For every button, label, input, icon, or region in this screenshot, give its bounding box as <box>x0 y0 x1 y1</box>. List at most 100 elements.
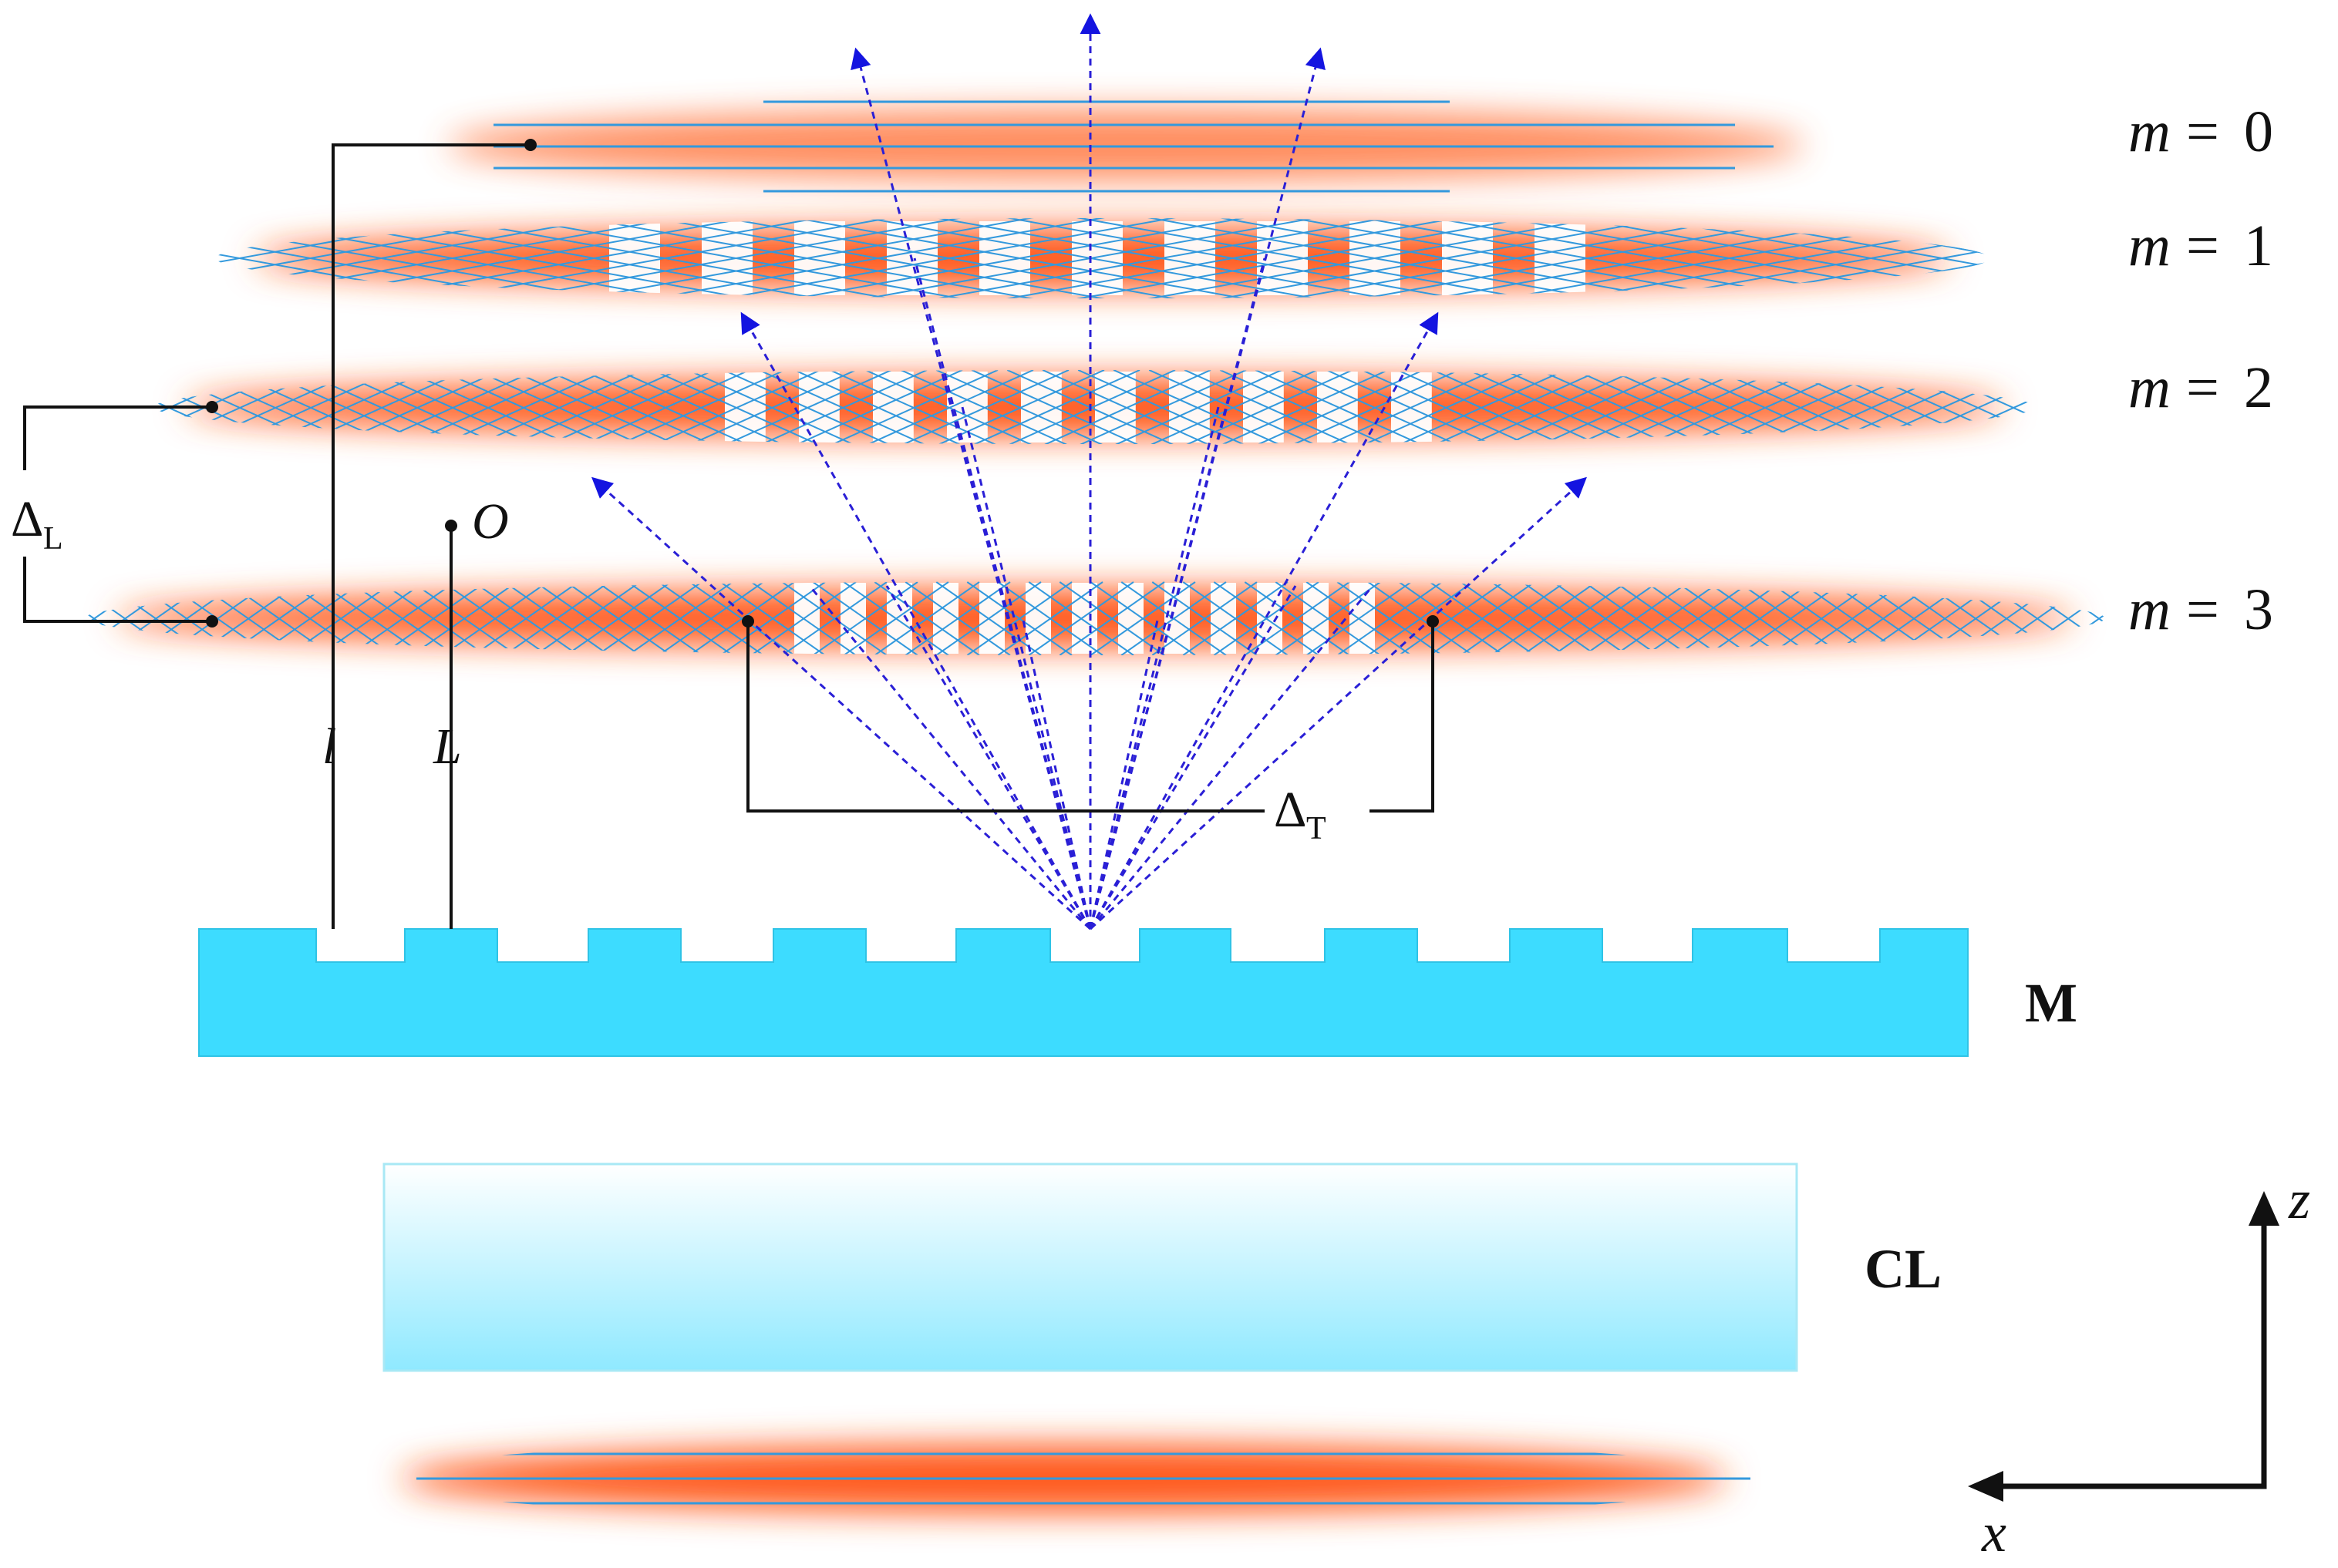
wavefront-line <box>1042 370 1211 444</box>
wavefront-line <box>2274 216 2338 301</box>
axis-frame <box>1989 1222 2267 1489</box>
delta-subscript: T <box>1306 811 1326 846</box>
wavefront-line <box>504 581 610 655</box>
label-delta-L: Δ L <box>11 491 63 557</box>
wavefront-line <box>1538 370 1708 444</box>
ray-line <box>1089 616 1160 930</box>
wavefront-line <box>85 581 86 655</box>
ray-line <box>885 585 1092 930</box>
point-l-end <box>524 139 537 151</box>
fringe-bright <box>725 372 766 442</box>
order-label-m0: m = 0 <box>2128 99 2273 164</box>
wavefront-line <box>1209 218 1682 298</box>
wavefront-line <box>545 370 715 444</box>
order-eq: = <box>2186 214 2219 278</box>
order-num: 0 <box>2244 99 2273 164</box>
order-eq: = <box>2186 99 2219 164</box>
ray-line <box>913 257 1092 930</box>
wavefront-line <box>1148 370 1318 444</box>
bracket-l <box>332 143 531 929</box>
wavefront-line <box>1609 370 1779 444</box>
order-var: m <box>2128 99 2171 164</box>
label-delta-T: Δ T <box>1274 782 1326 846</box>
ray-line <box>1089 257 1266 930</box>
order-num: 1 <box>2244 214 2273 278</box>
order-label-m1: m = 1 <box>2128 214 2273 278</box>
wavefront-lines-incident <box>416 1452 1750 1505</box>
wavefront-line <box>1676 581 1782 655</box>
axis-z-arrow-icon <box>2249 1191 2279 1226</box>
fringe-bright <box>1535 221 1585 295</box>
wavefront-line <box>781 581 888 655</box>
wavefront-line <box>642 218 1114 298</box>
ray-line <box>1021 616 1092 930</box>
label-axis-x: x <box>1981 1502 2006 1563</box>
wavefront-line <box>500 218 972 298</box>
wavefront-line <box>1184 370 1353 444</box>
bracket-delta-L <box>23 405 212 623</box>
wavefront-line <box>1467 370 1637 444</box>
cylindrical-lens <box>382 1163 1798 1372</box>
wavefront-line <box>1138 218 1611 298</box>
wavefront-line <box>793 370 963 444</box>
wavefront-line <box>2035 370 2036 444</box>
wavefront-line <box>581 370 750 444</box>
wavefront-line <box>1503 370 1673 444</box>
wavefront-line <box>474 370 644 444</box>
wavefront-line <box>1090 581 1196 655</box>
ray-arrow <box>1089 311 1439 930</box>
order-label-m2: m = 2 <box>2128 355 2273 420</box>
wavefront-line <box>687 370 857 444</box>
order-num: 3 <box>2244 577 2273 642</box>
wavefront-line <box>723 370 892 444</box>
label-L: L <box>433 718 462 775</box>
wavefront-line <box>864 370 1034 444</box>
wavefront-line <box>971 370 1140 444</box>
fringe-bright <box>702 221 753 295</box>
wavefront-line <box>1255 370 1424 444</box>
wavefront-line <box>925 218 1398 298</box>
wavefront-line <box>1113 370 1282 444</box>
wavefront-line <box>85 581 86 655</box>
wavefront-line <box>1067 218 1540 298</box>
wavefront-line <box>997 581 1103 655</box>
wavefront-line <box>1583 581 1689 655</box>
wavefront-line <box>689 581 795 655</box>
fringe-bright <box>1164 221 1215 295</box>
wavefront-line <box>1635 218 1989 298</box>
wavefront-line <box>1614 581 1720 655</box>
wavefront-line <box>1432 370 1602 444</box>
wavefront-line <box>411 581 517 655</box>
wavefront-line <box>1574 370 1743 444</box>
wavefront-line <box>216 218 263 298</box>
wavefront-line <box>380 581 487 655</box>
wavefront-line <box>658 581 764 655</box>
wavefront-line <box>1398 581 1504 655</box>
wavefront-line <box>996 218 1469 298</box>
label-origin: O <box>472 493 509 550</box>
bracket-delta-T <box>746 621 1434 813</box>
wavefront-line <box>1151 581 1258 655</box>
delta-subscript: L <box>43 521 63 557</box>
wavefront-line <box>510 370 679 444</box>
wavefront-line <box>1429 581 1535 655</box>
beam-glow-m0 <box>447 109 1804 180</box>
label-l: l <box>322 718 336 775</box>
wavefront-line <box>85 581 116 655</box>
wavefront-line <box>571 218 1043 298</box>
wavefront-line <box>2274 216 2338 301</box>
ray-line <box>1089 406 1220 930</box>
wavefront-line <box>368 370 537 444</box>
wavefront-line <box>2035 370 2036 444</box>
wavefront-line <box>1305 581 1412 655</box>
wavefront-line <box>1491 581 1597 655</box>
wavefront-line <box>565 581 672 655</box>
wavefront-line <box>85 581 116 655</box>
wavefront-line <box>1280 218 1753 298</box>
ray-arrow <box>591 476 1092 930</box>
wavefront-line <box>1336 581 1443 655</box>
diffracted-rays <box>591 13 1587 930</box>
wavefront-line <box>935 370 1105 444</box>
wavefront-line <box>429 218 901 298</box>
wavefront-line <box>534 581 641 655</box>
